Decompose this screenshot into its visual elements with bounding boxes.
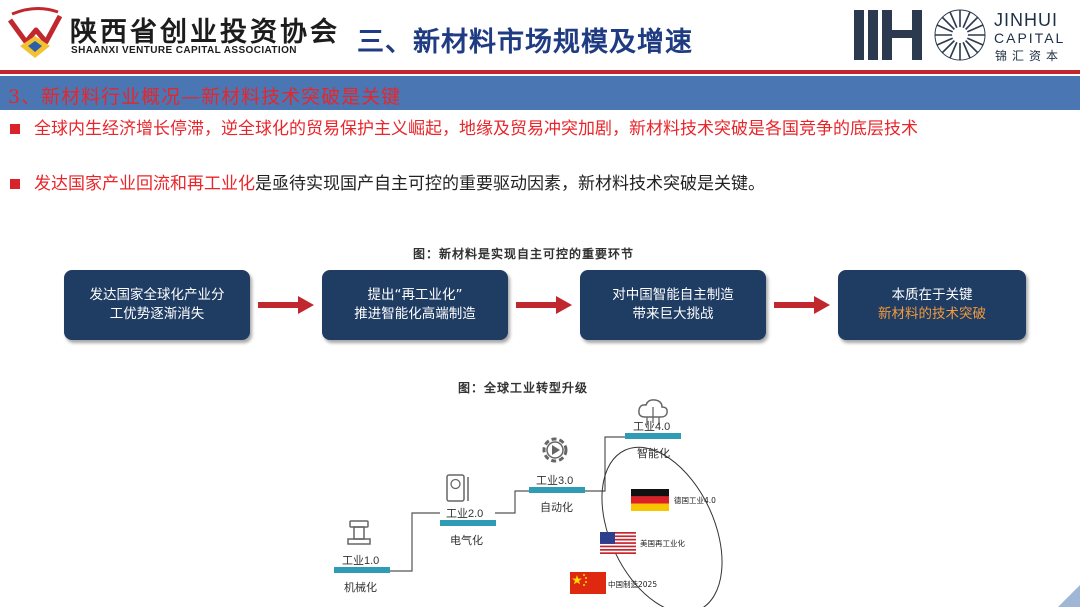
flow-box-line: 工优势逐渐消失 (109, 306, 205, 322)
machine-icon (347, 520, 371, 545)
flow-box-highlight: 新材料的技术突破 (878, 306, 986, 322)
brand-sub-en: CAPITAL (994, 30, 1066, 46)
arrow-right-icon (774, 296, 830, 314)
flow-box-line: 本质在于关键 (891, 287, 973, 303)
header-divider (0, 70, 1080, 74)
flow-box-1: 发达国家全球化产业分 工优势逐渐消失 (64, 270, 250, 340)
flag-label: 德国工业4.0 (674, 496, 716, 505)
flag-label: 中国制造2025 (608, 580, 658, 589)
flag-label: 美国再工业化 (640, 539, 685, 548)
bullet-item: 全球内生经济增长停滞，逆全球化的贸易保护主义崛起，地缘及贸易冲突加剧，新材料技术… (10, 117, 1070, 141)
cloud-network-icon (638, 399, 668, 425)
step-label: 工业3.0 (536, 475, 574, 487)
flow-box-line: 推进智能化高端制造 (354, 306, 476, 322)
gear-play-icon (542, 437, 568, 463)
step-name: 电气化 (450, 534, 483, 547)
bullet-square-icon (10, 179, 20, 189)
flow-box-line: 提出“再工业化” (367, 287, 463, 303)
section-bar (0, 76, 1080, 110)
association-name-cn: 陕西省创业投资协会 (70, 17, 340, 48)
flow-box-line: 对中国智能自主制造 (612, 287, 734, 303)
industry-steps-diagram: 工业1.0 机械化 工业2.0 电气化 工业3.0 自动化 工业4.0 智能化 … (320, 395, 740, 607)
step-name: 智能化 (637, 447, 670, 460)
jinhui-logo-icon (854, 9, 986, 61)
flow-box-3: 对中国智能自主制造 带来巨大挑战 (580, 270, 766, 340)
step-label: 工业1.0 (342, 555, 380, 567)
figure1-title: 图：新材料是实现自主可控的重要环节 (413, 247, 635, 261)
flow-box-4: 本质在于关键 新材料的技术突破 (838, 270, 1026, 340)
step-label: 工业2.0 (446, 508, 484, 520)
brand-name-en: JINHUI (994, 10, 1058, 30)
step-name: 机械化 (344, 581, 377, 594)
slide-header: 陕西省创业投资协会 SHAANXI VENTURE CAPITAL ASSOCI… (0, 0, 1080, 70)
bullet-text-red: 全球内生经济增长停滞，逆全球化的贸易保护主义崛起，地缘及贸易冲突加剧，新材料技术… (34, 119, 918, 139)
bullet-square-icon (10, 124, 20, 134)
step-name: 自动化 (540, 501, 573, 514)
flow-box-line: 带来巨大挑战 (632, 306, 714, 322)
slide-corner-icon (1058, 585, 1080, 607)
germany-flag-icon (631, 489, 669, 511)
bullet-text-red: 发达国家产业回流和再工业化 (34, 174, 255, 194)
arrow-right-icon (516, 296, 572, 314)
figure2-title: 图：全球工业转型升级 (458, 381, 589, 395)
brand-name-cn: 锦汇资本 (995, 49, 1064, 63)
flow-box-2: 提出“再工业化” 推进智能化高端制造 (322, 270, 508, 340)
usa-flag-icon (600, 532, 636, 554)
flow-box-line: 发达国家全球化产业分 (89, 287, 225, 303)
bullet-item: 发达国家产业回流和再工业化是亟待实现国产自主可控的重要驱动因素，新材料技术突破是… (10, 172, 1070, 196)
association-name-en: SHAANXI VENTURE CAPITAL ASSOCIATION (71, 45, 297, 56)
electric-meter-icon (446, 474, 469, 502)
step-label: 工业4.0 (633, 421, 671, 433)
association-logo-icon (7, 7, 63, 58)
section-heading: 3、新材料行业概况—新材料技术突破是关键 (8, 86, 402, 108)
bullet-text: 是亟待实现国产自主可控的重要驱动因素，新材料技术突破是关键。 (255, 174, 765, 194)
arrow-right-icon (258, 296, 314, 314)
page-title: 三、新材料市场规模及增速 (357, 27, 693, 58)
steps-graphic (334, 433, 723, 607)
china-flag-icon (570, 572, 606, 594)
